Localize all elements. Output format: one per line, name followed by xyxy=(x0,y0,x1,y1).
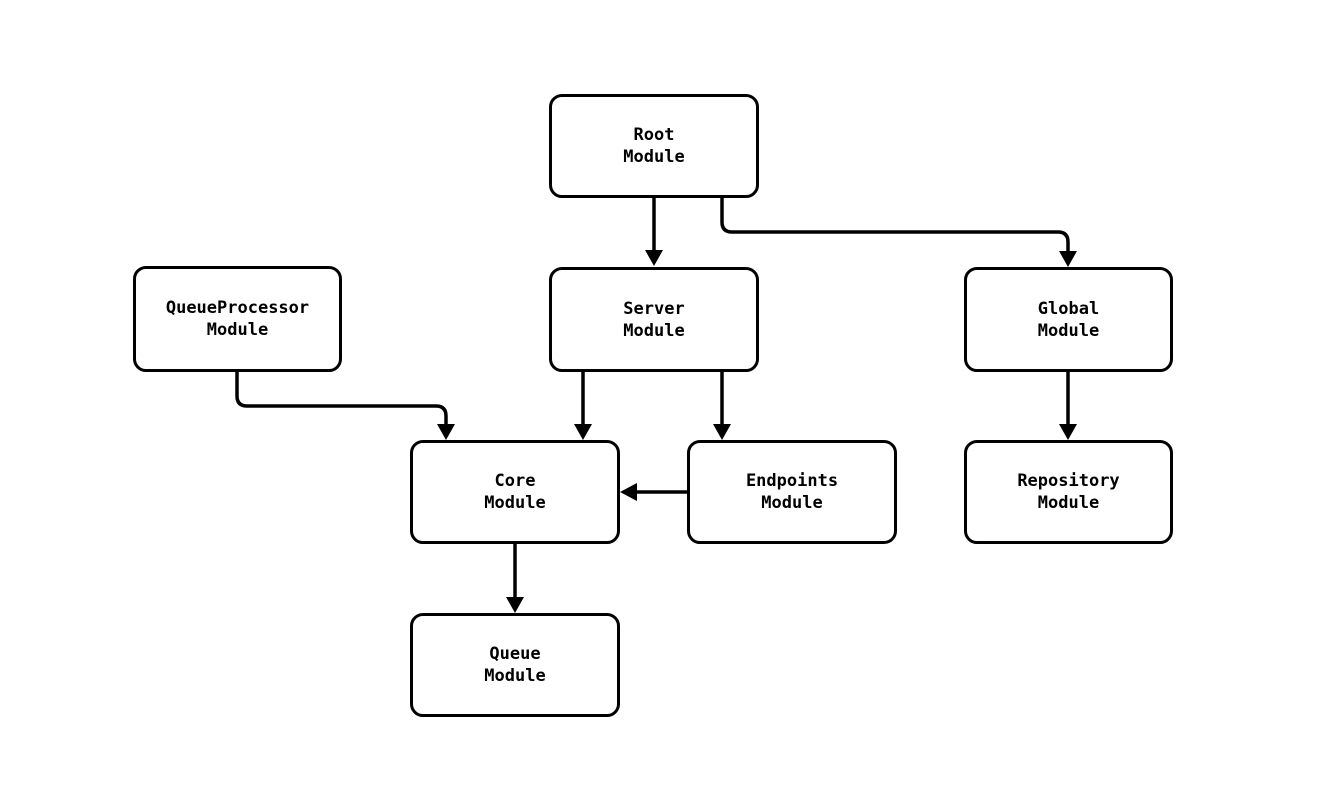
node-core[interactable]: Core Module xyxy=(410,440,620,544)
node-queue[interactable]: Queue Module xyxy=(410,613,620,717)
edge-queueprocessor-to-core xyxy=(235,372,455,440)
edge-server-to-endpoints xyxy=(713,372,731,440)
edge-global-to-repository xyxy=(1059,372,1077,440)
node-core-label: Core Module xyxy=(484,471,546,513)
edge-endpoints-to-core xyxy=(620,483,687,501)
edge-server-to-core xyxy=(574,372,592,440)
node-server[interactable]: Server Module xyxy=(549,267,759,372)
edge-root-to-global xyxy=(720,198,1077,267)
edge-root-to-server xyxy=(645,198,663,266)
node-endpoints[interactable]: Endpoints Module xyxy=(687,440,897,544)
edge-core-to-queue xyxy=(506,544,524,613)
node-server-label: Server Module xyxy=(623,298,685,341)
node-queueprocessor[interactable]: QueueProcessor Module xyxy=(133,266,342,372)
node-root-label: Root Module xyxy=(623,125,685,167)
node-root[interactable]: Root Module xyxy=(549,94,759,198)
node-repository[interactable]: Repository Module xyxy=(964,440,1173,544)
node-endpoints-label: Endpoints Module xyxy=(745,471,839,513)
node-queueprocessor-label: QueueProcessor Module xyxy=(165,298,310,340)
node-queue-label: Queue Module xyxy=(484,644,546,686)
node-global-label: Global Module xyxy=(1037,298,1100,341)
node-global[interactable]: Global Module xyxy=(964,267,1173,372)
node-repository-label: Repository Module xyxy=(1017,471,1120,513)
